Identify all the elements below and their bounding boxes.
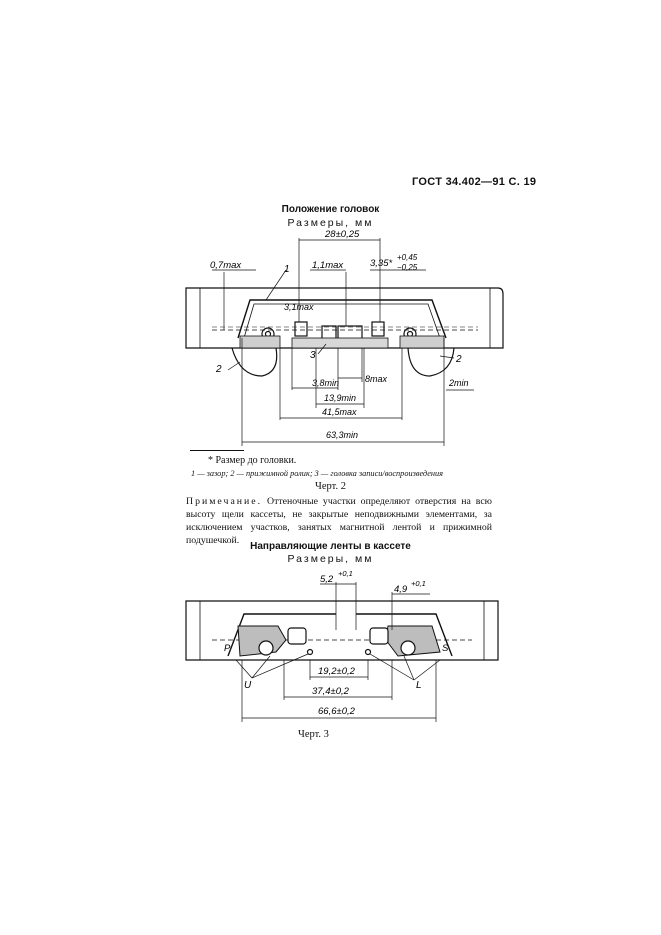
- pinch-roller-left: [231, 347, 278, 377]
- dim-37-4: 37,4±0,2: [312, 686, 350, 697]
- footnote-star: * Размер до головки.: [208, 455, 297, 466]
- dim-3-35-tol-dn: −0,25: [397, 263, 418, 272]
- figure2-title: Положение головок: [281, 204, 380, 215]
- dim-28: 28±0,25: [324, 229, 360, 240]
- figure3-title: Направляющие ленты в кассете: [250, 541, 411, 552]
- dim-5-2: 5,2: [320, 574, 334, 585]
- note-lead: Примечание.: [186, 496, 263, 507]
- dim-3-35-tol-up: +0,45: [397, 253, 418, 262]
- dim-63-3: 63,3min: [326, 430, 358, 440]
- dim-0-7: 0,7max: [210, 260, 242, 271]
- dim-3-35: 3,35*: [370, 258, 392, 269]
- cassette-window-fig2: [237, 299, 447, 339]
- figure2-caption: Черт. 2: [315, 481, 346, 492]
- dim-3-1: 3,1max: [284, 302, 314, 312]
- page-header: ГОСТ 34.402—91 С. 19: [412, 176, 537, 188]
- pinch-roller-right: [407, 347, 455, 377]
- label-l: L: [416, 680, 422, 691]
- note-text: Оттеночные участки определяют отверстия …: [186, 496, 492, 546]
- label-s: S: [442, 643, 449, 654]
- label-u: U: [244, 680, 252, 691]
- dim-2min: 2min: [448, 378, 469, 388]
- figure3-subtitle: Размеры, мм: [287, 553, 374, 565]
- label-2-left: 2: [215, 364, 222, 375]
- dim-4-9: 4,9: [394, 584, 408, 595]
- figure2-legend: 1 — зазор; 2 — прижимной ролик; 3 — голо…: [191, 469, 444, 478]
- label-3: 3: [310, 350, 316, 361]
- cassette-body-fig2: [185, 287, 504, 349]
- label-2-right: 2: [455, 354, 462, 365]
- cassette-body-fig3: [185, 600, 499, 661]
- dim-1-1: 1,1max: [312, 260, 344, 271]
- label-p: P: [224, 643, 231, 654]
- dim-13-9: 13,9min: [324, 393, 356, 403]
- dim-19-2: 19,2±0,2: [318, 666, 356, 677]
- figure3-caption: Черт. 3: [298, 729, 329, 740]
- note-paragraph: Примечание. Оттеночные участки определяю…: [186, 495, 492, 547]
- dim-41-5: 41,5max: [322, 407, 357, 417]
- label-1: 1: [284, 264, 290, 275]
- dim-66-6: 66,6±0,2: [318, 706, 356, 717]
- dim-4-9-tol: +0,1: [411, 579, 426, 588]
- dim-5-2-tol: +0,1: [338, 569, 353, 578]
- figure2-subtitle: Размеры, мм: [287, 217, 374, 229]
- footnote-rule: [190, 450, 244, 451]
- dim-3-8: 3,8min: [312, 378, 339, 388]
- dim-8: 8max: [365, 374, 388, 384]
